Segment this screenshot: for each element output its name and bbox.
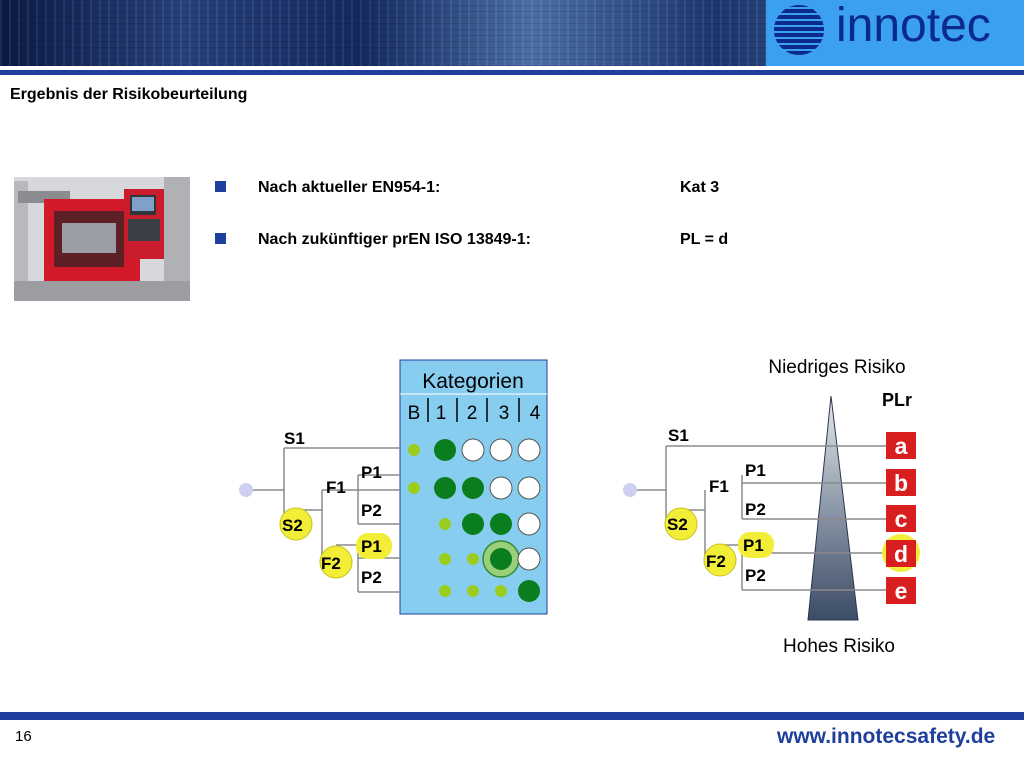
low-risk-label: Niedriges Risiko xyxy=(768,357,905,378)
globe-logo-icon xyxy=(774,5,824,55)
level-label: c xyxy=(895,506,908,532)
s1-label: S1 xyxy=(284,429,305,448)
category-label: 3 xyxy=(499,403,510,424)
p1-highlight xyxy=(356,533,392,559)
p1-highlight xyxy=(738,532,774,558)
f2-node xyxy=(703,543,737,577)
level-box-e xyxy=(886,577,916,604)
p2-label: P2 xyxy=(745,566,766,585)
machine-photo xyxy=(14,177,190,301)
p2-label: P2 xyxy=(361,501,382,520)
p1-label: P1 xyxy=(361,463,382,482)
s2-node xyxy=(664,507,698,541)
slide-title: Ergebnis der Risikobeurteilung xyxy=(10,86,248,103)
s2-node xyxy=(279,507,313,541)
categories-header: Kategorien xyxy=(422,370,524,393)
f1-label: F1 xyxy=(709,477,729,496)
f2-node xyxy=(319,545,353,579)
level-label: d xyxy=(894,541,908,567)
f2-label: F2 xyxy=(321,554,341,573)
bottom-rule xyxy=(0,712,1024,720)
start-node xyxy=(239,483,253,497)
category-matrix xyxy=(408,438,541,602)
level-box-b xyxy=(886,469,916,496)
high-risk-label: Hohes Risiko xyxy=(783,636,895,657)
start-node xyxy=(623,483,637,497)
category-label: 4 xyxy=(530,403,541,424)
level-box-a xyxy=(886,432,916,459)
logo-text: innotec xyxy=(836,0,991,52)
plr-label: PLr xyxy=(882,390,912,410)
level-box-d xyxy=(886,540,916,567)
page-number: 16 xyxy=(15,728,32,745)
bullet-2-value: PL = d xyxy=(680,231,729,248)
s1-label: S1 xyxy=(668,426,689,445)
website-link[interactable]: www.innotecsafety.de xyxy=(777,725,996,748)
s2-label: S2 xyxy=(667,515,688,534)
category-label: 2 xyxy=(467,403,478,424)
p1-label: P1 xyxy=(743,536,764,555)
level-label: e xyxy=(895,578,908,604)
level-label: a xyxy=(895,433,908,459)
p2-label: P2 xyxy=(745,500,766,519)
category-label: B xyxy=(408,403,421,424)
category-label: 1 xyxy=(436,403,447,424)
bullet-1-label: Nach aktueller EN954-1: xyxy=(258,179,441,196)
level-label: b xyxy=(894,470,908,496)
p1-label: P1 xyxy=(361,537,382,556)
top-rule xyxy=(0,70,1024,75)
bullet-1-value: Kat 3 xyxy=(680,179,720,196)
level-box-c xyxy=(886,505,916,532)
p1-label: P1 xyxy=(745,461,766,480)
bullet-marker xyxy=(215,233,226,244)
bullet-2-label: Nach zukünftiger prEN ISO 13849-1: xyxy=(258,231,531,248)
f1-label: F1 xyxy=(326,478,346,497)
risk-triangle xyxy=(807,395,859,621)
bullet-marker xyxy=(215,181,226,192)
p2-label: P2 xyxy=(361,568,382,587)
s2-label: S2 xyxy=(282,516,303,535)
f2-label: F2 xyxy=(706,552,726,571)
